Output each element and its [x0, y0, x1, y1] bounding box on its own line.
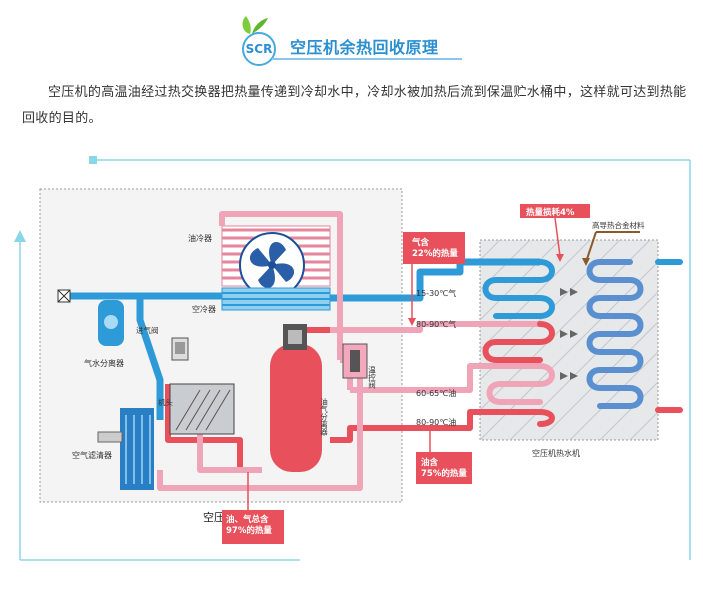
intake-valve-label: 进气阀 [136, 325, 159, 335]
outer-frame [14, 156, 691, 561]
alloy-pointer [582, 231, 640, 266]
oil-cooler-label: 油冷器 [188, 233, 212, 243]
temp-label-1: 15-30℃气 [416, 288, 456, 298]
thermostatic-valve-label: 温控阀 [367, 366, 376, 390]
air-filter [97, 408, 154, 490]
cold-air-pipe [70, 258, 540, 420]
loss-callout-text: 热量损耗4% [526, 207, 575, 218]
oil-gas-separator [270, 324, 322, 472]
oil-callout [416, 428, 472, 484]
heat-flow-arrows [560, 288, 578, 380]
thermostatic-valve [342, 343, 368, 379]
temp-label-2: 80-90℃气 [416, 319, 456, 329]
gas-callout [403, 232, 465, 326]
leaf-icon [242, 16, 268, 34]
alloy-label: 高导热合金材料 [592, 220, 645, 230]
loss-callout [520, 204, 590, 262]
exchanger-coils [482, 259, 683, 427]
head-label: 机头 [158, 397, 173, 407]
oil-gas-separator-label: 油气分离器 [319, 397, 328, 437]
fan-icon [239, 232, 305, 298]
temp-label-3: 60-65℃油 [416, 388, 456, 398]
compressor-head [169, 383, 235, 435]
page-title: 空压机余热回收原理 [290, 38, 439, 57]
temp-label-4: 80-90℃油 [416, 417, 456, 427]
section-header: SCR 空压机余热回收原理 [236, 14, 466, 66]
intro-paragraph: 空压机的高温油经过热交换器把热量传递到冷却水中，冷却水被加热后流到保温贮水桶中，… [22, 85, 687, 126]
air-filter-label: 空气滤清器 [72, 450, 112, 460]
air-cooler-label: 空冷器 [192, 304, 216, 314]
gas-water-separator-label: 气水分离器 [84, 358, 124, 368]
title-underline [272, 58, 462, 60]
heat-exchanger-label: 空压机热水机 [532, 448, 580, 458]
heat-recovery-diagram: 空压机 空压机热水机 油冷器 [14, 156, 691, 561]
gas-water-separator [98, 300, 124, 346]
hot-pipes [157, 211, 540, 491]
total-callout [222, 472, 284, 544]
air-cooler [221, 287, 331, 311]
intake-valve [171, 337, 189, 361]
scr-badge: SCR [242, 32, 276, 66]
